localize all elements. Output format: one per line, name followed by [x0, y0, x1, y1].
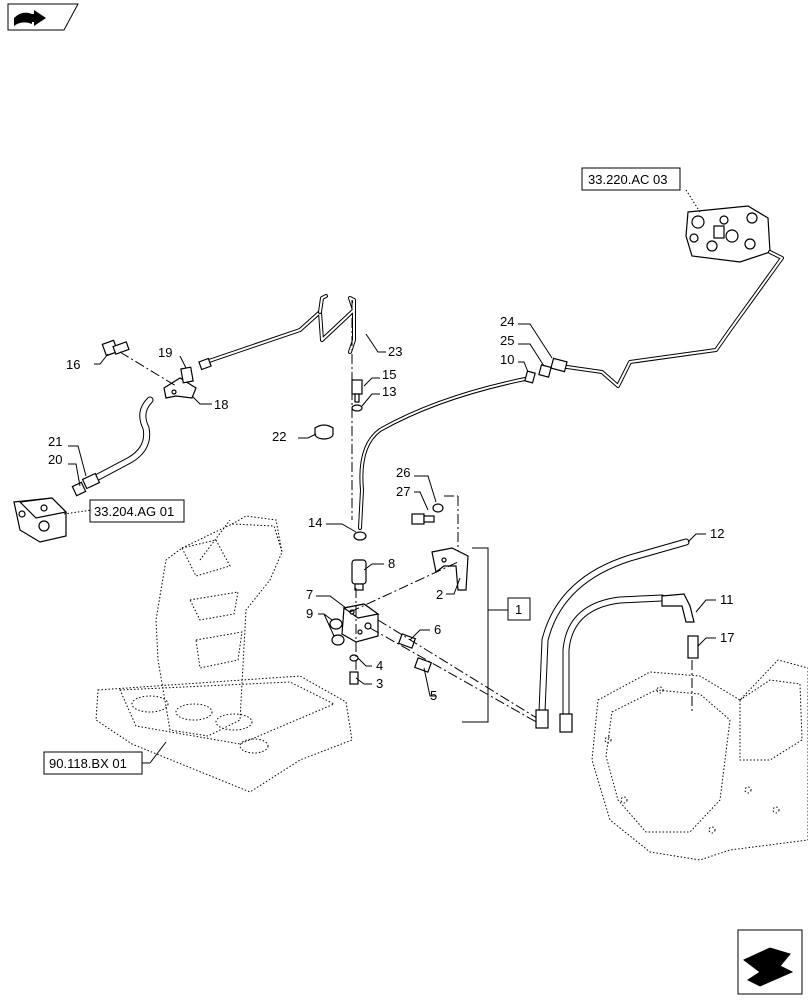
callout-25: 25 [500, 333, 514, 348]
callout-14: 14 [308, 515, 322, 530]
callout-19: 19 [158, 345, 172, 360]
next-page-arrow-icon[interactable] [737, 929, 803, 995]
callout-26: 26 [396, 465, 410, 480]
callout-16: 16 [66, 357, 80, 372]
callout-24: 24 [500, 314, 514, 329]
ref-top-label: 33.220.AC 03 [588, 172, 668, 187]
callout-23: 23 [388, 344, 402, 359]
control-valve [685, 205, 771, 263]
bracket-2 [431, 547, 469, 591]
support-frame [95, 515, 353, 793]
ref-link-bottom[interactable]: 90.118.BX 01 [43, 741, 167, 775]
callout-12: 12 [710, 526, 724, 541]
callout-3: 3 [376, 676, 383, 691]
callout-27: 27 [396, 484, 410, 499]
callout-5: 5 [430, 688, 437, 703]
callout-labels: 16 19 18 21 20 23 15 13 22 24 25 10 26 2… [48, 314, 734, 703]
callout-10: 10 [500, 352, 514, 367]
callout-22: 22 [272, 429, 286, 444]
ref-bottom-label: 90.118.BX 01 [49, 756, 127, 771]
callout-17: 17 [720, 630, 734, 645]
fitting-19 [180, 366, 194, 384]
group-bracket-1 [462, 547, 489, 723]
callout-7: 7 [306, 587, 313, 602]
bolt-16 [101, 339, 130, 357]
ref-left-label: 33.204.AG 01 [94, 504, 174, 519]
book-arrow-icon[interactable] [7, 3, 79, 31]
callout-9: 9 [306, 606, 313, 621]
leader-lines [68, 323, 716, 697]
transmission-housing [591, 659, 808, 861]
callout-15: 15 [382, 367, 396, 382]
valve-block-left [13, 497, 68, 543]
callout-2: 2 [436, 587, 443, 602]
fitting-24 [524, 357, 568, 384]
callout-6: 6 [434, 622, 441, 637]
pressure-tube-right [558, 250, 784, 388]
callout-8: 8 [388, 556, 395, 571]
distribution-block-7 [341, 603, 380, 643]
callout-1: 1 [515, 602, 522, 617]
ref-link-top[interactable]: 33.220.AC 03 [581, 167, 681, 191]
callout-21: 21 [48, 434, 62, 449]
callout-4: 4 [376, 658, 383, 673]
callout-11: 11 [720, 592, 734, 607]
callout-1-box[interactable]: 1 [507, 597, 531, 621]
callout-20: 20 [48, 452, 62, 467]
callout-18: 18 [214, 397, 228, 412]
ref-link-left[interactable]: 33.204.AG 01 [89, 499, 185, 523]
callout-13: 13 [382, 384, 396, 399]
